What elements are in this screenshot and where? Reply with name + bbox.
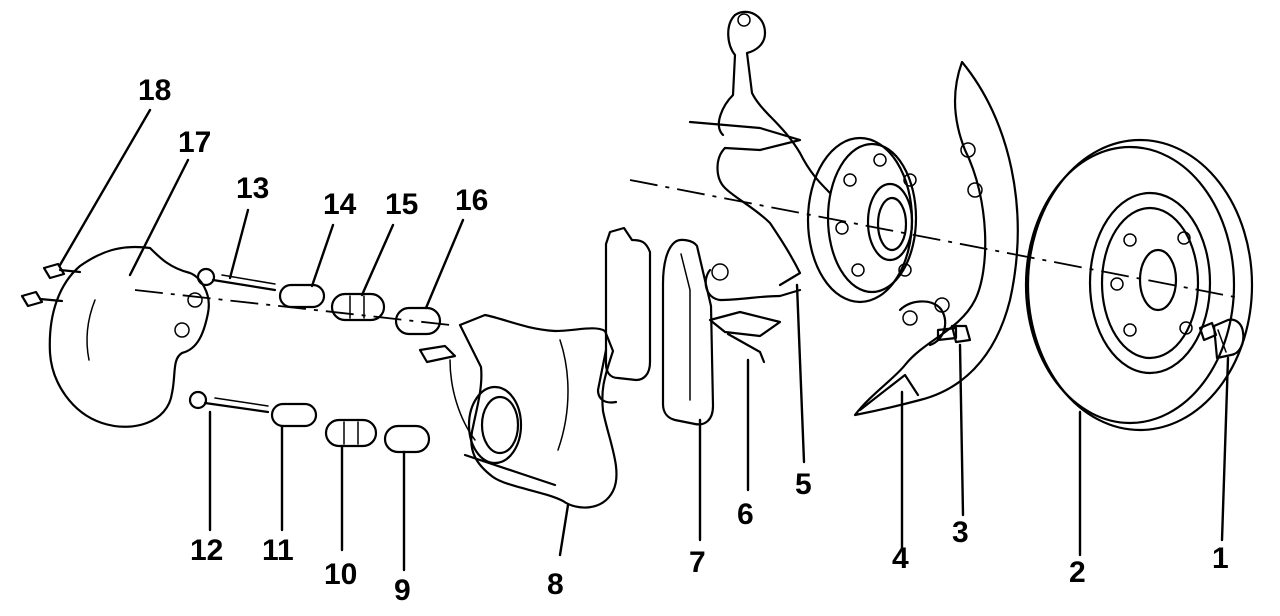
wheel-bolt	[1198, 318, 1245, 360]
callout-10: 10	[324, 558, 357, 591]
center-axis	[134, 179, 1241, 326]
callout-11: 11	[262, 534, 294, 567]
callout-labels: 1 2 3 4 5 6 7 8 9 10 11 12 13 14 15 16 1…	[138, 74, 1229, 607]
guide-pin-bolt-lower	[188, 390, 270, 414]
callout-16: 16	[455, 184, 488, 217]
dust-boot-upper	[330, 292, 386, 322]
callout-15: 15	[385, 188, 418, 221]
steering-knuckle-hub	[688, 10, 918, 304]
dust-boot-lower	[324, 418, 378, 448]
guide-sleeve-upper	[278, 283, 326, 309]
guide-bushing-upper	[394, 306, 442, 336]
guide-bushing-lower	[383, 424, 431, 454]
callout-14: 14	[323, 188, 357, 221]
leader-lines	[58, 108, 1230, 572]
callout-3: 3	[952, 516, 969, 549]
splash-shield	[853, 60, 1019, 417]
guide-pin-bolt-upper	[196, 267, 277, 292]
cover-bolt	[20, 262, 82, 308]
callout-12: 12	[190, 534, 223, 567]
brake-disc	[1024, 138, 1254, 432]
callout-4: 4	[892, 542, 909, 575]
callout-18: 18	[138, 74, 171, 107]
callout-17: 17	[178, 126, 211, 159]
callout-13: 13	[236, 172, 269, 205]
callout-9: 9	[394, 574, 411, 607]
outer-brake-pad	[661, 238, 715, 426]
callout-6: 6	[737, 498, 754, 531]
brake-caliper	[418, 313, 618, 509]
guide-sleeve-lower	[270, 402, 318, 428]
callout-7: 7	[689, 546, 706, 579]
callout-5: 5	[795, 468, 812, 501]
callout-8: 8	[547, 568, 564, 601]
caliper-cover	[48, 245, 210, 428]
brake-pad-spring-clip	[708, 310, 782, 364]
callout-2: 2	[1069, 556, 1086, 589]
callout-1: 1	[1212, 542, 1229, 575]
